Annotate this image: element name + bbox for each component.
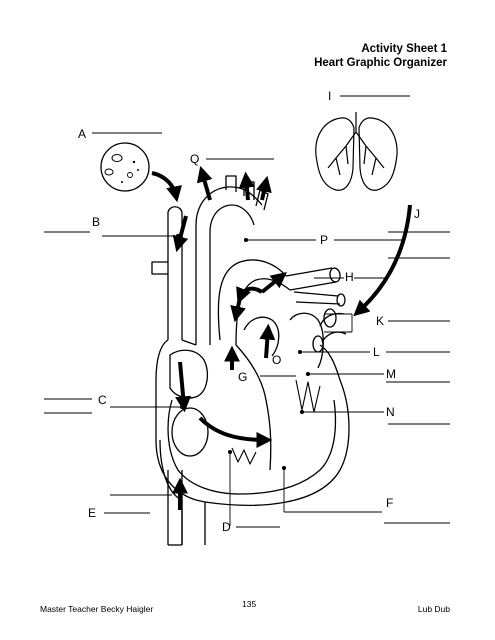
- label-g: G: [238, 370, 247, 384]
- footer-unit-name: Lub Dub: [417, 604, 450, 614]
- label-m: M: [386, 367, 396, 381]
- label-n: N: [386, 405, 395, 419]
- blood-cell-illustration: [100, 142, 150, 192]
- label-f: F: [386, 496, 393, 510]
- label-leader-lines: [44, 95, 450, 528]
- label-k: K: [376, 314, 384, 328]
- diagram-letter-labels: A Q I B P J H K L O G M C N E F D: [78, 89, 420, 534]
- sheet-title: Activity Sheet 1: [361, 43, 447, 55]
- footer-author: Master Teacher Becky Haigler: [40, 604, 154, 614]
- label-o: O: [272, 353, 281, 367]
- label-j: J: [414, 207, 420, 221]
- label-e: E: [88, 506, 96, 520]
- blood-flow-arrows: [151, 165, 412, 510]
- label-a: A: [78, 127, 86, 141]
- label-h: H: [345, 270, 354, 284]
- label-b: B: [92, 215, 100, 229]
- footer-page-number: 135: [242, 599, 257, 609]
- label-c: C: [98, 393, 107, 407]
- label-i: I: [328, 89, 331, 103]
- sheet-subtitle: Heart Graphic Organizer: [314, 57, 447, 69]
- label-p: P: [320, 233, 328, 247]
- label-d: D: [222, 520, 231, 534]
- label-l: L: [373, 345, 380, 359]
- lungs-illustration: [315, 112, 398, 191]
- label-q: Q: [190, 152, 199, 166]
